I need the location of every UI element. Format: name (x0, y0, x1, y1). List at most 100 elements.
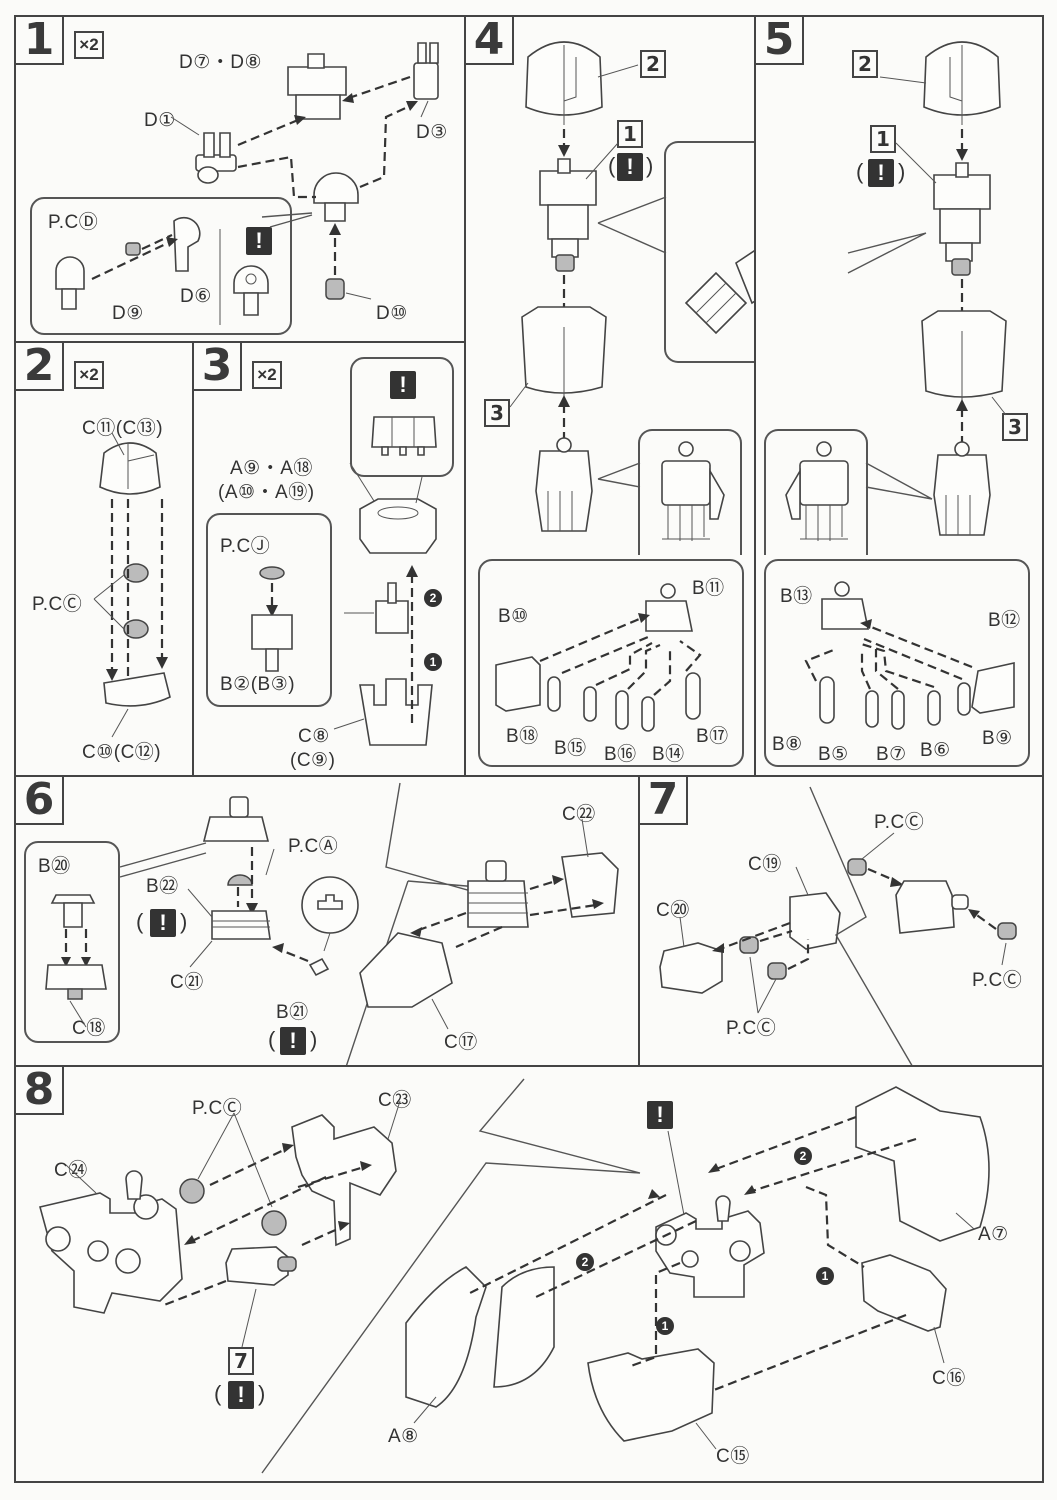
sequence-1-icon: 1 (656, 1317, 674, 1335)
part-label-b10: B⑩ (498, 606, 529, 627)
part-label-c23: C㉓ (378, 1090, 412, 1111)
callout-pointer (466, 17, 758, 779)
part-label-a7: A⑦ (978, 1224, 1009, 1245)
step-7-panel: 7 C⑲ C⑳ P.CⒸ P.CⒸ P.CⒸ (638, 775, 1044, 1067)
exclamation-icon: ! (390, 371, 416, 399)
part-label-c17: C⑰ (444, 1032, 478, 1053)
step-number: 1 (16, 17, 64, 65)
step-6-panel: 6 B⑳ C⑱ P.CⒶ B㉒ ( ! ) C㉑ B㉑ ( ! ) C㉒ C⑰ (14, 775, 640, 1067)
part-label-b11: B⑪ (692, 578, 725, 599)
part-label-b16: B⑯ (604, 744, 637, 765)
part-label-a8: A⑧ (388, 1426, 419, 1447)
step-reference-3: 3 (1002, 413, 1028, 441)
callout-pointer (756, 17, 1046, 779)
part-label-pca: P.CⒶ (288, 836, 339, 857)
part-label-c18: C⑱ (72, 1018, 106, 1039)
close-paren: ) (646, 153, 654, 178)
step-reference-2: 2 (852, 50, 878, 78)
part-label-pcc: P.CⒸ (32, 594, 83, 615)
step-number: 2 (16, 343, 64, 391)
detail-callout-b2-assembly: P.CⒿ B②(B③) (206, 513, 332, 707)
detail-callout-hand-back (764, 429, 868, 555)
part-label-d3: D③ (416, 122, 448, 143)
part-d3 (414, 43, 438, 99)
part-label-b17: B⑰ (696, 726, 729, 747)
part-label-b8: B⑧ (772, 734, 803, 755)
step-6-assembly-art (16, 777, 642, 1069)
detail-callout-hand-parts: B⑩ B⑪ B⑱ B⑮ B⑯ B⑭ B⑰ (478, 559, 744, 767)
part-label-b12: B⑫ (988, 610, 1021, 631)
exclamation-icon: ! (280, 1027, 306, 1055)
callout-pointer (16, 17, 468, 345)
part-label-b21: B㉑ (276, 1002, 309, 1023)
part-label-a10-a19: (A⑩・A⑲) (218, 482, 315, 503)
detail-callout-b20-assembly: B⑳ C⑱ (24, 841, 120, 1043)
part-label-b9: B⑨ (982, 728, 1013, 749)
step-2-panel: 2 ×2 C⑪(C⑬) P.CⒸ C⑩(C⑫) (14, 341, 194, 777)
multiplier-badge: ×2 (252, 361, 282, 389)
exclamation-icon: ! (617, 153, 643, 181)
step-number: 5 (756, 17, 804, 65)
step-reference-7: 7 (228, 1347, 254, 1375)
open-paren: ( (268, 1027, 276, 1052)
exclamation-icon: ! (150, 909, 176, 937)
step-7-assembly-art (640, 777, 1046, 1069)
step-3-assembly-art (194, 343, 468, 779)
exclamation-icon: ! (647, 1101, 673, 1129)
part-label-b6: B⑥ (920, 740, 951, 761)
part-label-b15: B⑮ (554, 738, 587, 759)
sequence-2-icon: 2 (794, 1147, 812, 1165)
close-paren: ) (258, 1381, 266, 1406)
part-label-c16: C⑯ (932, 1368, 966, 1389)
sequence-2-icon: 2 (424, 589, 442, 607)
step-5-assembly-art (756, 17, 1046, 779)
part-label-c11-c13: C⑪(C⑬) (82, 418, 164, 439)
part-label-c10-c12: C⑩(C⑫) (82, 742, 162, 763)
step-8-assembly-art (16, 1067, 1046, 1485)
step-4-assembly-art (466, 17, 758, 779)
part-label-d10: D⑩ (376, 303, 408, 324)
hand-parts-art (766, 561, 1032, 769)
step-5-panel: 5 2 1 ( ! ) 3 (754, 15, 1044, 777)
part-label-d6: D⑥ (180, 286, 212, 307)
part-label-b5: B⑤ (818, 744, 849, 765)
open-paren: ( (608, 153, 616, 178)
part-label-pcc-left: P.CⒸ (726, 1018, 777, 1039)
sequence-1-icon: 1 (816, 1267, 834, 1285)
part-label-c15: C⑮ (716, 1446, 750, 1467)
step-reference-1: 1 (870, 125, 896, 153)
step-number: 6 (16, 777, 64, 825)
detail-callout-hand-parts: B⑬ B⑫ B⑧ B⑤ B⑦ B⑥ B⑨ (764, 559, 1030, 767)
step-number: 3 (194, 343, 242, 391)
step-2-assembly-art (16, 343, 196, 779)
multiplier-badge: ×2 (74, 31, 104, 59)
part-d10 (326, 279, 344, 299)
part-label-pcj: P.CⒿ (220, 536, 271, 557)
part-label-pcc-top: P.CⒸ (874, 812, 925, 833)
exclamation-icon: ! (246, 227, 272, 255)
detail-callout-hand-back (638, 429, 742, 555)
step-reference-2: 2 (640, 50, 666, 78)
part-label-c20: C⑳ (656, 900, 690, 921)
callout-art (32, 199, 294, 337)
hand-parts-art (480, 561, 746, 769)
open-paren: ( (214, 1381, 222, 1406)
part-label-d9: D⑨ (112, 303, 144, 324)
part-label-pcc-right: P.CⒸ (972, 970, 1023, 991)
part-label-a9-a18: A⑨・A⑱ (230, 458, 313, 479)
part-label-d7-d8: D⑦・D⑧ (179, 52, 263, 73)
step-1-panel: 1 ×2 D⑦・D⑧ D① D③ D⑩ (14, 15, 466, 343)
part-label-c8: C⑧ (298, 726, 330, 747)
sequence-2-icon: 2 (576, 1253, 594, 1271)
part-label-b22: B㉒ (146, 876, 179, 897)
callout-art (352, 359, 456, 479)
step-reference-3: 3 (484, 399, 510, 427)
part-label-pcd: P.CⒹ (48, 212, 99, 233)
sequence-1-icon: 1 (424, 653, 442, 671)
part-label-c21: C㉑ (170, 972, 204, 993)
step-number: 7 (640, 777, 688, 825)
close-paren: ) (180, 909, 188, 934)
part-d-joint (314, 173, 358, 221)
step-1-assembly-art (16, 17, 468, 345)
part-label-d1: D① (144, 110, 176, 131)
